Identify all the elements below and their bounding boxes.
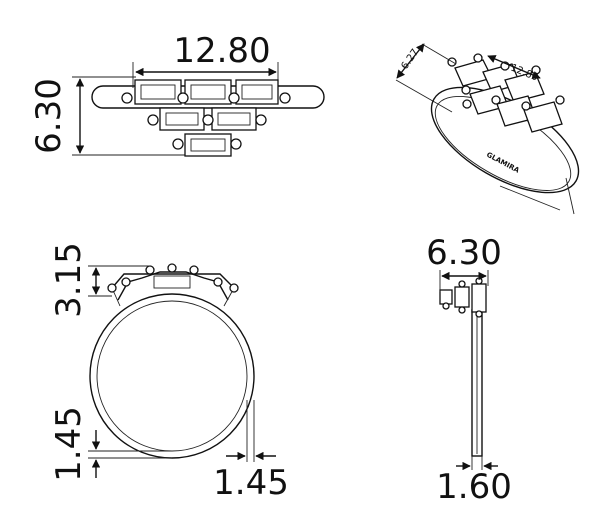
perspective-dim-b xyxy=(487,55,541,79)
top-view: 12.80 6.30 xyxy=(29,31,325,157)
ring-inner xyxy=(96,300,248,452)
front-band-label: 1.45 xyxy=(213,463,289,503)
front-view: 3.15 1.45 1.45 xyxy=(49,242,289,503)
side-width-label: 6.30 xyxy=(426,233,502,273)
gem-row-1 xyxy=(134,79,279,105)
perspective-gems xyxy=(447,53,565,133)
engraving-text: GLAMIRA xyxy=(485,151,521,175)
side-gems xyxy=(439,277,487,318)
front-bottom-label: 1.45 xyxy=(49,406,89,482)
front-height-label: 3.15 xyxy=(49,242,89,318)
perspective-view: 6.27 12.80 GLAMIRA xyxy=(395,43,580,215)
top-width-label: 12.80 xyxy=(173,31,270,71)
perspective-dim-a xyxy=(396,43,425,79)
ring-outer xyxy=(89,293,255,459)
gem-row-3 xyxy=(184,133,232,157)
top-height-label: 6.30 xyxy=(29,78,69,154)
prongs-top xyxy=(121,92,291,150)
setting-head xyxy=(107,263,239,307)
side-band-label: 1.60 xyxy=(436,467,512,507)
side-view: 6.30 1.60 xyxy=(426,233,512,507)
